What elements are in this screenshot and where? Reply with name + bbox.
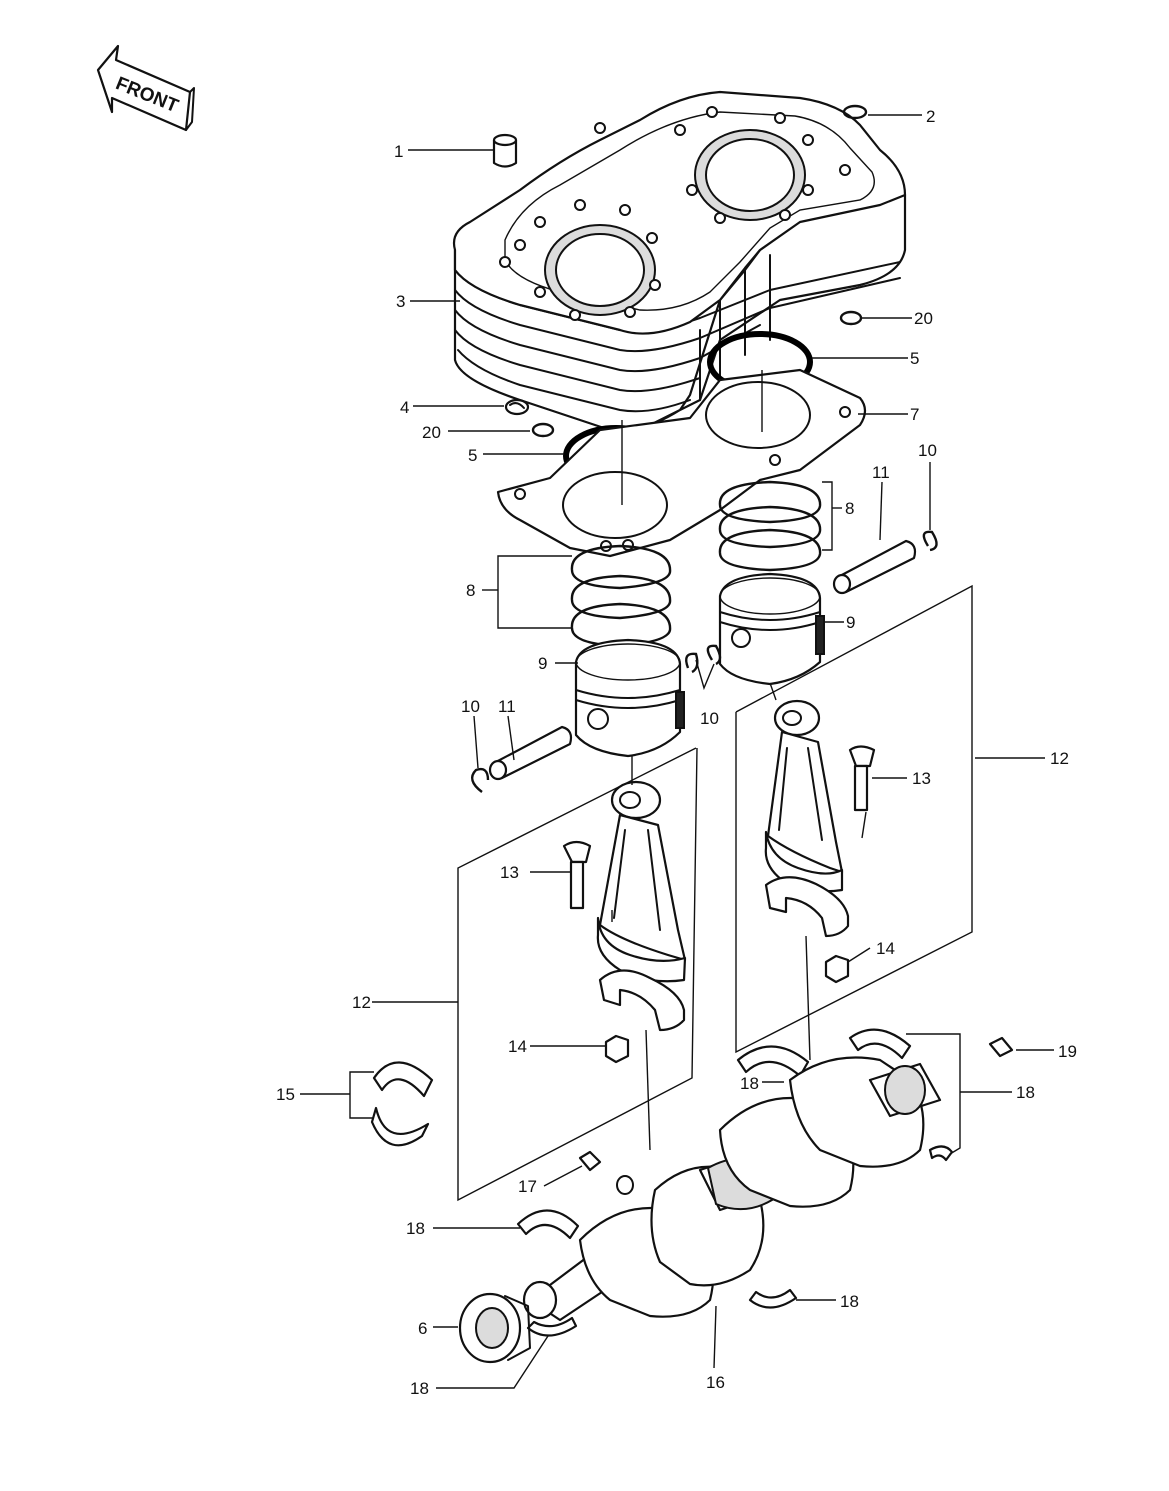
circlip-d (922, 530, 938, 552)
callout-15: 15 (276, 1085, 295, 1104)
callout-18-e: 18 (410, 1379, 429, 1398)
rod-nut-right (824, 954, 850, 984)
callout-10-a: 10 (461, 697, 480, 716)
callout-2: 2 (926, 107, 935, 126)
callout-18-b: 18 (1016, 1083, 1035, 1102)
leader-lines (300, 114, 1054, 1389)
callout-5-a: 5 (468, 446, 477, 465)
callout-18-d: 18 (840, 1292, 859, 1311)
callout-20-b: 20 (914, 309, 933, 328)
callout-8-b: 8 (845, 499, 854, 518)
main-bearing-shell-f (928, 1145, 954, 1162)
guide-lines (457, 584, 973, 1202)
callout-5-b: 5 (910, 349, 919, 368)
piston-rings-left (570, 544, 672, 648)
callout-14-b: 14 (876, 939, 895, 958)
callout-8-a: 8 (466, 581, 475, 600)
callout-13-a: 13 (500, 863, 519, 882)
rod-bearing-shells (370, 1061, 434, 1147)
callout-13-b: 13 (912, 769, 931, 788)
callout-numbers: 1 2 3 4 20 20 5 5 7 8 8 9 9 10 10 10 11 … (276, 107, 1077, 1398)
plug (504, 398, 530, 416)
callout-14-a: 14 (508, 1037, 527, 1056)
piston-left (574, 638, 685, 758)
o-ring-20-left (531, 422, 555, 438)
callout-9-b: 9 (846, 613, 855, 632)
piston-pin-right (832, 539, 917, 595)
piston-right (718, 572, 825, 686)
piston-pin-left (488, 725, 573, 781)
callout-10-c: 10 (918, 441, 937, 460)
main-bearing-shell-b (848, 1028, 912, 1060)
callout-18-c: 18 (406, 1219, 425, 1238)
rod-nut-left (604, 1034, 630, 1064)
callout-17: 17 (518, 1177, 537, 1196)
rod-cap-left (598, 969, 686, 1032)
crankshaft (522, 1056, 942, 1322)
pin-19 (988, 1036, 1014, 1058)
callout-18-a: 18 (740, 1074, 759, 1093)
main-bearing-shell-d (748, 1288, 798, 1309)
callout-16: 16 (706, 1373, 725, 1392)
connecting-rod-left (596, 780, 687, 983)
rod-bolt-right (848, 745, 876, 812)
connecting-rod-right (764, 699, 844, 893)
callout-11-a: 11 (498, 697, 516, 716)
callout-10-b: 10 (700, 709, 719, 728)
rod-bolt-left (562, 840, 592, 910)
o-ring-small (842, 104, 868, 120)
callout-12-b: 12 (1050, 749, 1069, 768)
callout-19: 19 (1058, 1042, 1077, 1061)
dowel-pin (492, 133, 518, 168)
callout-3: 3 (396, 292, 405, 311)
front-arrow-icon: FRONT (96, 44, 195, 132)
main-bearing-shell-a (736, 1045, 810, 1078)
callout-4: 4 (400, 398, 409, 417)
piston-rings-right (718, 480, 822, 572)
circlip-c (706, 644, 722, 666)
cylinder-block (452, 90, 907, 432)
pin-17 (578, 1150, 602, 1172)
callout-12-a: 12 (352, 993, 371, 1012)
rod-cap-right (764, 876, 850, 938)
oil-seal (458, 1292, 531, 1364)
o-ring-20-right (839, 310, 863, 326)
callout-11-b: 11 (872, 463, 890, 482)
main-bearing-shell-e (526, 1316, 578, 1337)
callout-7: 7 (910, 405, 919, 424)
callout-6: 6 (418, 1319, 427, 1338)
callout-9-a: 9 (538, 654, 547, 673)
circlip-b (685, 652, 699, 674)
circlip-a (470, 767, 490, 793)
main-bearing-shell-c (516, 1209, 580, 1240)
callout-1: 1 (394, 142, 403, 161)
callout-20-a: 20 (422, 423, 441, 442)
